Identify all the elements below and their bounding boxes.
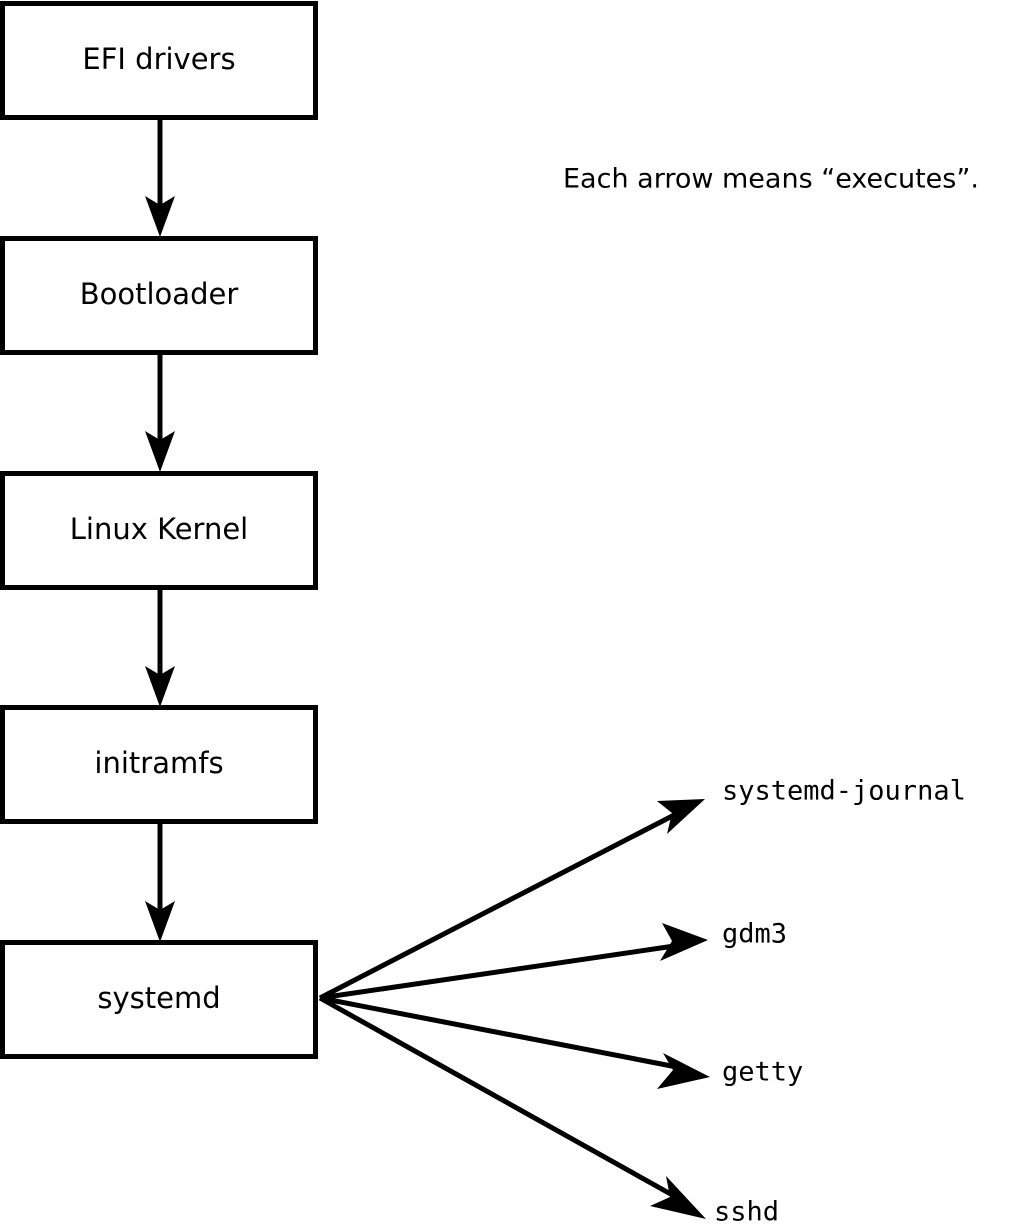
arrowhead-icon [657,799,705,834]
node-efi-drivers: EFI drivers [0,1,318,120]
arrow-bootloader-to-linux-kernel [145,353,175,472]
linux-kernel-label: Linux Kernel [70,512,248,546]
arrowhead-icon [145,431,175,472]
node-bootloader: Bootloader [0,236,318,355]
efi-drivers-box [0,1,318,120]
bootloader-box [0,236,318,355]
systemd-box [0,940,318,1059]
efi-drivers-label: EFI drivers [82,42,235,76]
arrowhead-icon [145,196,175,237]
systemd-label: systemd [97,981,220,1015]
service-label-gdm3: gdm3 [722,919,787,950]
service-label-sshd: sshd [714,1197,779,1228]
node-linux-kernel: Linux Kernel [0,471,318,590]
arrow-systemd-to-sshd [318,995,706,1219]
arrowhead-icon [650,1176,706,1219]
service-label-getty: getty [722,1057,803,1088]
initramfs-box [0,705,318,824]
arrowhead-icon [660,923,708,961]
arrow-systemd-to-gdm3 [319,923,708,1001]
arrowhead-icon [145,901,175,942]
initramfs-label: initramfs [94,746,223,780]
linux-kernel-box [0,471,318,590]
node-initramfs: initramfs [0,705,318,824]
arrow-initramfs-to-systemd [145,822,175,942]
node-systemd: systemd [0,940,318,1059]
service-label-systemd-journal: systemd-journal [722,776,966,807]
arrowhead-icon [145,666,175,707]
arrowhead-icon [657,1053,710,1089]
arrow-efi-drivers-to-bootloader [145,118,175,237]
arrow-systemd-to-systemd-journal [318,799,705,1001]
arrow-systemd-to-getty [319,995,710,1089]
diagram-caption: Each arrow means “executes”. [563,164,979,195]
bootloader-label: Bootloader [80,277,239,311]
arrow-linux-kernel-to-initramfs [145,588,175,707]
